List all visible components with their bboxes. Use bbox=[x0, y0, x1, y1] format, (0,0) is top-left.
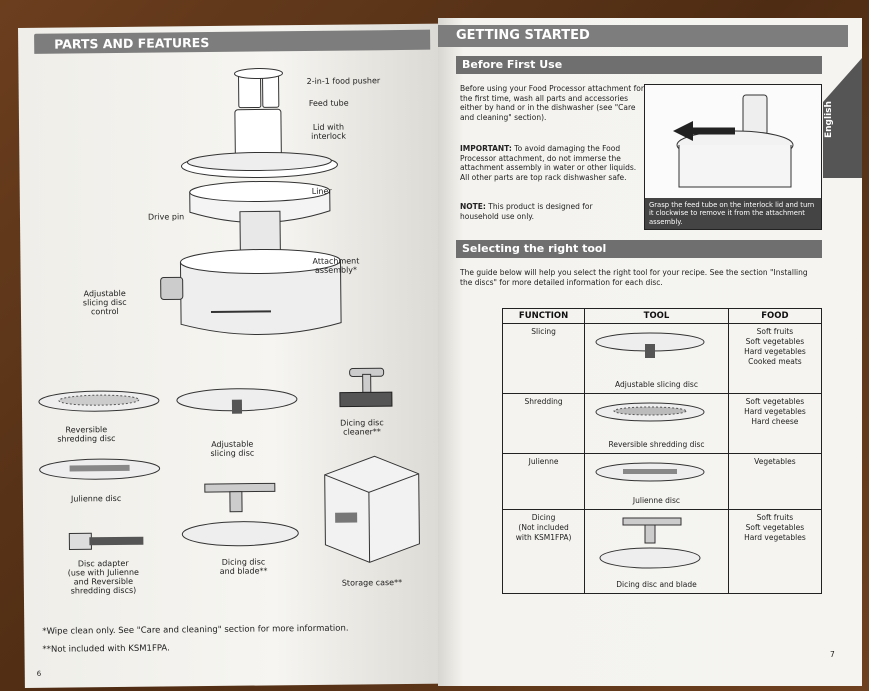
reversible-disc-illustration bbox=[38, 390, 160, 412]
cell-function: Dicing (Not included with KSM1FPA) bbox=[501, 509, 586, 594]
julienne-disc-illustration bbox=[39, 458, 161, 480]
label-drive-pin: Drive pin bbox=[147, 212, 185, 222]
table-header-food: FOOD bbox=[727, 308, 823, 324]
table-header-tool: TOOL bbox=[584, 308, 729, 324]
side-tab-english: English bbox=[824, 101, 834, 138]
selecting-tool-paragraph: The guide below will help you select the… bbox=[460, 268, 808, 287]
figure-caption: Grasp the feed tube on the interlock lid… bbox=[645, 197, 821, 229]
page-number-left: 6 bbox=[36, 669, 42, 678]
disc-adapter-illustration bbox=[68, 532, 144, 550]
label-reversible-disc: Reversible shredding disc bbox=[57, 425, 116, 444]
right-page: GETTING STARTED English Before First Use… bbox=[438, 18, 862, 686]
page-number-right: 7 bbox=[830, 650, 835, 659]
reversible-shredding-disc-icon bbox=[595, 402, 705, 422]
label-liner: Liner bbox=[311, 186, 332, 196]
table-row: Shredding Reversible shredding disc Soft… bbox=[501, 393, 823, 454]
label-adjustable-control: Adjustable slicing disc control bbox=[82, 288, 127, 317]
cell-function: Slicing bbox=[501, 323, 586, 394]
label-adjustable-disc: Adjustable slicing disc bbox=[210, 439, 255, 459]
label-storage-case: Storage case** bbox=[341, 578, 403, 588]
label-dicing-cleaner: Dicing disc cleaner** bbox=[340, 418, 384, 437]
cell-food: Vegetables bbox=[727, 453, 823, 510]
table-row: Slicing Adjustable slicing disc Soft fru… bbox=[501, 323, 823, 394]
adjustable-slicing-disc-icon bbox=[595, 332, 705, 358]
cell-food: Soft vegetables Hard vegetables Hard che… bbox=[727, 393, 823, 454]
dicing-disc-and-blade-icon bbox=[599, 517, 701, 569]
label-julienne-disc: Julienne disc bbox=[70, 493, 122, 504]
adjustable-disc-illustration bbox=[176, 388, 298, 414]
footnote-care-and-cleaning: *Wipe clean only. See "Care and cleaning… bbox=[42, 623, 349, 637]
cell-food: Soft fruits Soft vegetables Hard vegetab… bbox=[727, 509, 823, 594]
label-lid: Lid with interlock bbox=[311, 122, 346, 141]
side-tab-shape bbox=[823, 58, 862, 178]
note-label: NOTE: bbox=[460, 202, 486, 211]
dicing-blade-illustration bbox=[181, 482, 299, 547]
food-processor-exploded-illustration bbox=[160, 67, 342, 335]
label-disc-adapter: Disc adapter (use with Julienne and Reve… bbox=[67, 558, 139, 596]
important-text: To avoid damaging the Food Processor att… bbox=[460, 144, 637, 182]
cell-function: Shredding bbox=[501, 393, 586, 454]
tool-selection-table: FUNCTION TOOL FOOD Slicing Adjustable sl… bbox=[501, 308, 823, 594]
label-food-pusher: 2-in-1 food pusher bbox=[306, 76, 381, 86]
cell-tool: Julienne disc bbox=[584, 453, 729, 510]
right-page-header: GETTING STARTED bbox=[438, 25, 848, 47]
label-attachment: Attachment assembly* bbox=[312, 256, 360, 275]
left-page: PARTS AND FEATURES 2-in-1 food pusher Fe… bbox=[18, 23, 445, 688]
cell-tool: Dicing disc and blade bbox=[584, 509, 729, 594]
label-feed-tube: Feed tube bbox=[308, 98, 349, 108]
cell-tool: Adjustable slicing disc bbox=[584, 323, 729, 394]
cell-function: Julienne bbox=[501, 453, 586, 510]
note-text: This product is designed for household u… bbox=[460, 202, 593, 221]
before-first-use-paragraph: Before using your Food Processor attachm… bbox=[460, 84, 644, 122]
tool-label: Julienne disc bbox=[632, 496, 681, 505]
tool-label: Reversible shredding disc bbox=[608, 440, 705, 449]
tool-label: Adjustable slicing disc bbox=[615, 380, 698, 389]
section-before-first-use: Before First Use bbox=[456, 56, 822, 74]
left-page-header: PARTS AND FEATURES bbox=[34, 29, 431, 54]
note-paragraph: NOTE: This product is designed for house… bbox=[460, 202, 630, 221]
storage-case-illustration bbox=[324, 455, 420, 563]
feed-tube-figure-box: Grasp the feed tube on the interlock lid… bbox=[644, 84, 822, 230]
table-row: Dicing (Not included with KSM1FPA) Dicin… bbox=[501, 509, 823, 594]
section-selecting-right-tool: Selecting the right tool bbox=[456, 240, 822, 258]
tool-label: Dicing disc and blade bbox=[616, 580, 697, 589]
table-header-row: FUNCTION TOOL FOOD bbox=[501, 308, 823, 324]
important-paragraph: IMPORTANT: To avoid damaging the Food Pr… bbox=[460, 144, 640, 182]
table-row: Julienne Julienne disc Vegetables bbox=[501, 453, 823, 510]
cell-food: Soft fruits Soft vegetables Hard vegetab… bbox=[727, 323, 823, 394]
twist-lid-illustration bbox=[673, 94, 794, 188]
cell-tool: Reversible shredding disc bbox=[584, 393, 729, 454]
dicing-cleaner-illustration bbox=[339, 367, 393, 408]
table-header-function: FUNCTION bbox=[501, 308, 586, 324]
important-label: IMPORTANT: bbox=[460, 144, 512, 153]
julienne-disc-icon bbox=[595, 462, 705, 482]
label-dicing-blade: Dicing disc and blade** bbox=[219, 557, 268, 576]
footnote-not-included: **Not included with KSM1FPA. bbox=[42, 643, 170, 655]
